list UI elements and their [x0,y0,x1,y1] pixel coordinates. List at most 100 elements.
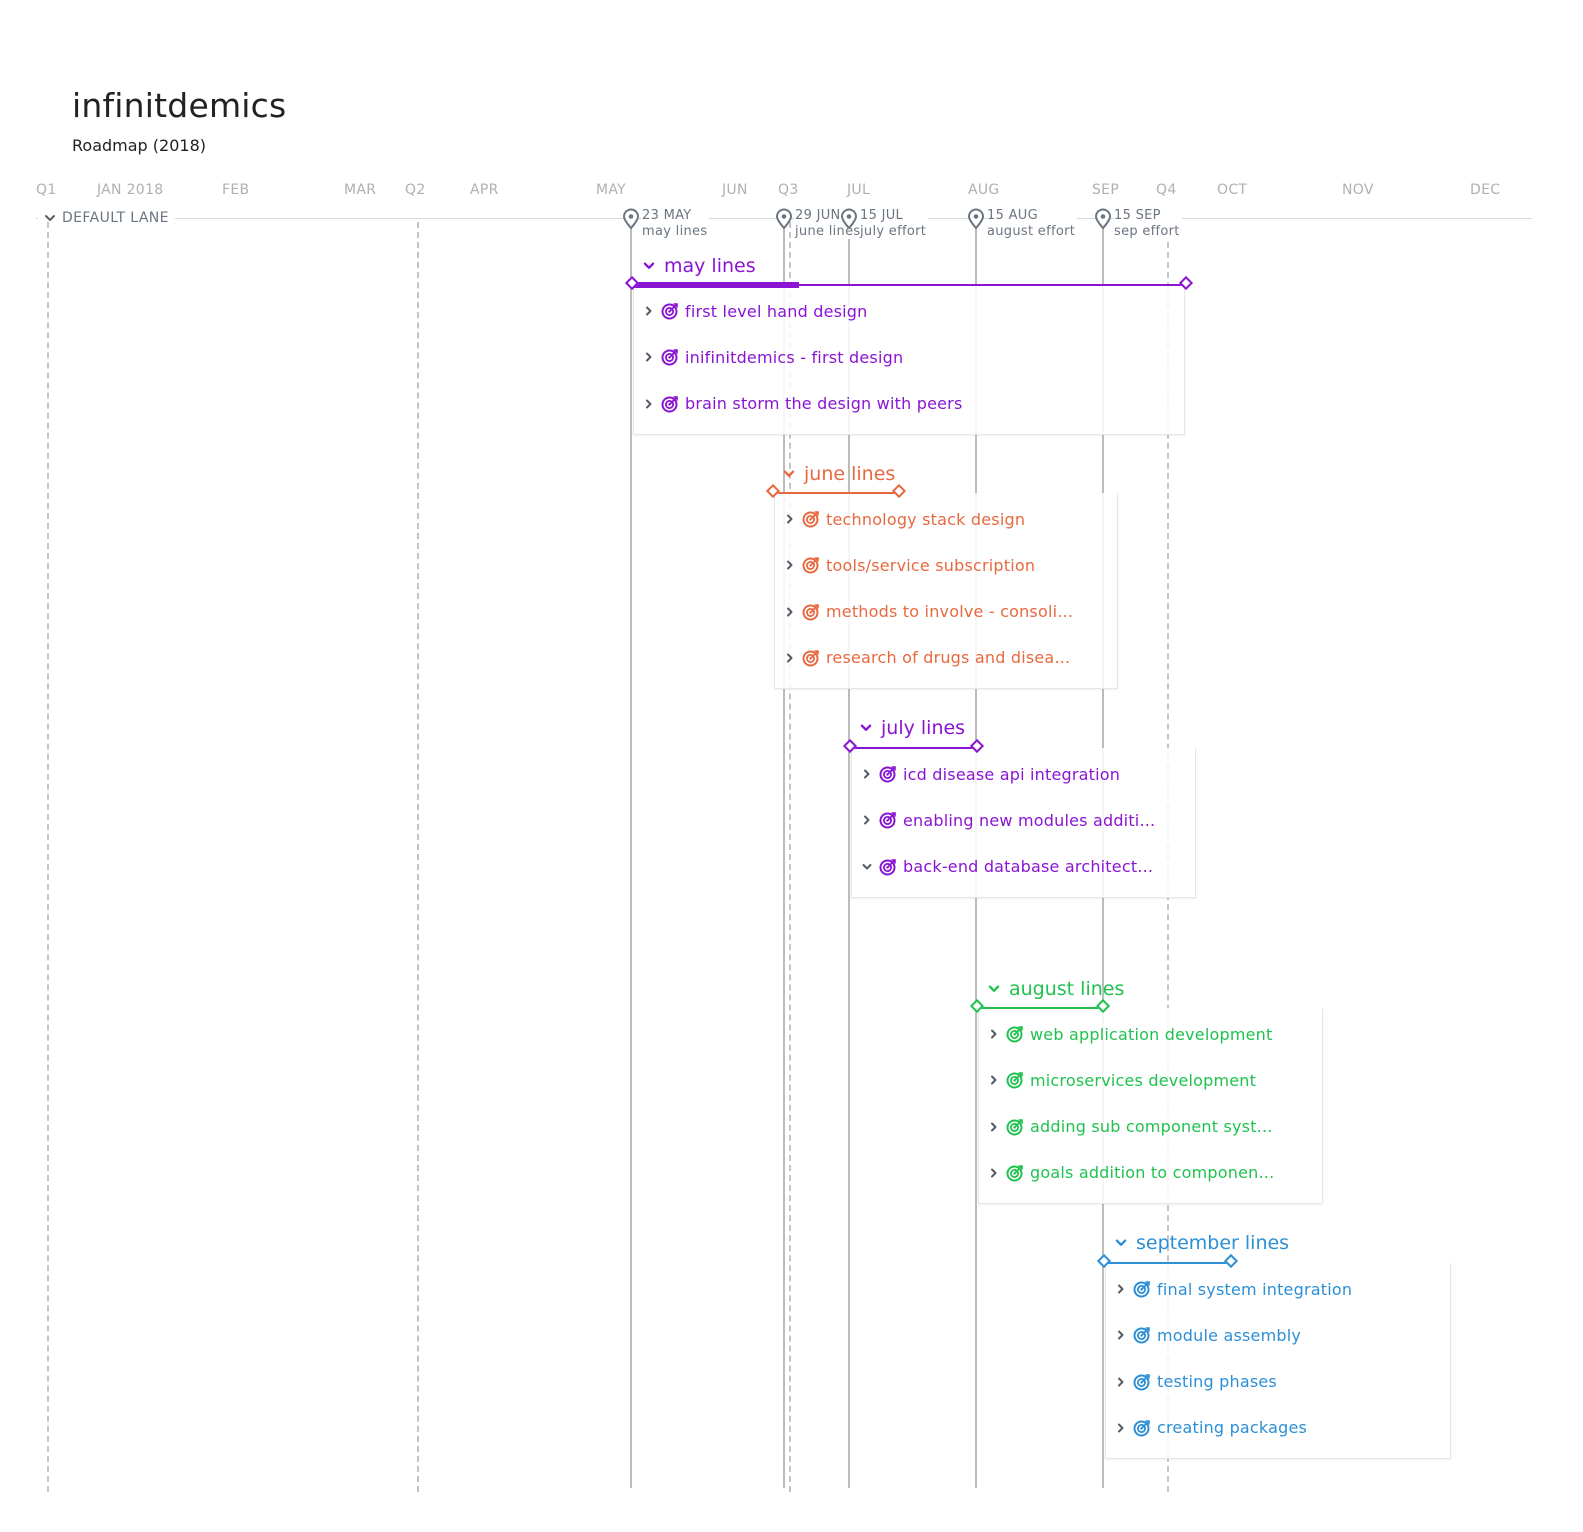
axis-label: SEP [1092,182,1120,198]
group-title: june lines [804,463,896,485]
chevron-right-icon[interactable] [1115,1329,1127,1341]
group-header[interactable]: may lines [642,254,756,278]
axis-label: JUN [722,182,748,198]
chevron-right-icon[interactable] [643,351,655,363]
target-icon [802,603,819,621]
chevron-right-icon[interactable] [784,606,796,618]
group-item[interactable]: first level hand design [643,299,868,323]
target-icon [879,858,896,876]
group-header[interactable]: july lines [859,716,965,740]
chevron-right-icon[interactable] [1115,1376,1127,1388]
target-icon [1006,1026,1023,1043]
group-header[interactable]: june lines [782,462,895,486]
chevron-right-icon[interactable] [988,1121,1000,1133]
item-label: back-end database architect... [903,857,1154,877]
chevron-right-icon[interactable] [1115,1283,1127,1295]
item-label: final system integration [1157,1279,1353,1299]
group-item[interactable]: enabling new modules additi... [861,808,1155,832]
axis-label: NOV [1342,182,1374,198]
chevron-right-icon[interactable] [988,1074,1000,1086]
chevron-right-icon[interactable] [988,1167,1000,1179]
milestone-date: 23 MAY [642,208,692,223]
item-label: first level hand design [685,301,868,321]
item-label: adding sub component syst... [1030,1117,1273,1137]
group-title: july lines [881,717,966,739]
group-item[interactable]: web application development [988,1022,1272,1046]
group-item[interactable]: testing phases [1115,1370,1277,1394]
milestone-line [630,226,632,1488]
group-item[interactable]: inifinitdemics - first design [643,345,903,369]
item-label: icd disease api integration [903,764,1121,784]
target-icon [802,650,819,667]
chevron-right-icon[interactable] [643,398,655,410]
target-icon [1133,1373,1150,1391]
group-item[interactable]: module assembly [1115,1323,1301,1347]
chevron-right-icon[interactable] [1115,1422,1127,1434]
group-item[interactable]: goals addition to componen... [988,1161,1274,1185]
axis-label: MAR [344,182,377,198]
target-icon [879,766,896,783]
page-subtitle: Roadmap (2018) [72,136,206,155]
chevron-down-icon[interactable] [861,861,873,873]
group-item[interactable]: creating packages [1115,1416,1307,1440]
group-item[interactable]: tools/service subscription [784,553,1035,577]
chevron-right-icon[interactable] [784,652,796,664]
chevron-right-icon[interactable] [861,814,873,826]
group-item[interactable]: adding sub component syst... [988,1115,1273,1139]
chevron-down-icon[interactable] [782,467,796,481]
group-duration-bar[interactable] [842,738,985,754]
chevron-right-icon[interactable] [784,559,796,571]
chevron-down-icon[interactable] [859,721,873,735]
item-label: methods to involve - consoli... [826,602,1074,622]
target-icon [661,303,678,320]
map-pin-icon [775,208,793,230]
milestone-date: 29 JUN [795,208,841,223]
group-item[interactable]: technology stack design [784,507,1025,531]
group-header[interactable]: august lines [987,977,1124,1001]
group-item[interactable]: brain storm the design with peers [643,392,962,416]
target-icon [661,395,678,413]
group-panel [1105,1263,1451,1459]
group-item[interactable]: microservices development [988,1068,1256,1092]
item-label: research of drugs and disea... [826,648,1071,668]
group-duration-bar[interactable] [765,483,907,499]
item-label: testing phases [1157,1372,1277,1392]
chevron-right-icon[interactable] [988,1028,1000,1040]
item-label: module assembly [1157,1325,1302,1345]
group-title: september lines [1136,1232,1290,1254]
group-panel [978,1008,1323,1204]
chevron-right-icon[interactable] [643,305,655,317]
chevron-down-icon[interactable] [1114,1236,1128,1250]
group-panel [774,493,1118,689]
target-icon [802,511,819,528]
lane-header[interactable]: DEFAULT LANE [38,209,175,227]
axis-label: AUG [968,182,1000,198]
group-header[interactable]: september lines [1114,1231,1289,1255]
chevron-down-icon[interactable] [642,259,656,273]
chevron-right-icon[interactable] [861,768,873,780]
group-item[interactable]: final system integration [1115,1277,1352,1301]
group-item[interactable]: research of drugs and disea... [784,646,1070,670]
milestone-label: june lines [795,224,861,239]
group-item[interactable]: back-end database architect... [861,855,1153,879]
group-item[interactable]: icd disease api integration [861,762,1120,786]
chevron-down-icon[interactable] [987,982,1001,996]
chevron-right-icon[interactable] [784,513,796,525]
axis-label: Q1 [36,182,57,198]
group-duration-bar[interactable] [1096,1253,1239,1269]
target-icon [1133,1327,1150,1344]
group-title: august lines [1009,978,1125,1000]
group-item[interactable]: methods to involve - consoli... [784,600,1073,624]
target-icon [1006,1072,1023,1089]
axis-label: OCT [1217,182,1248,198]
milestone-date: 15 SEP [1114,208,1161,223]
group-duration-bar[interactable] [969,998,1111,1014]
group-duration-bar[interactable] [624,275,1194,291]
item-label: brain storm the design with peers [685,394,963,414]
